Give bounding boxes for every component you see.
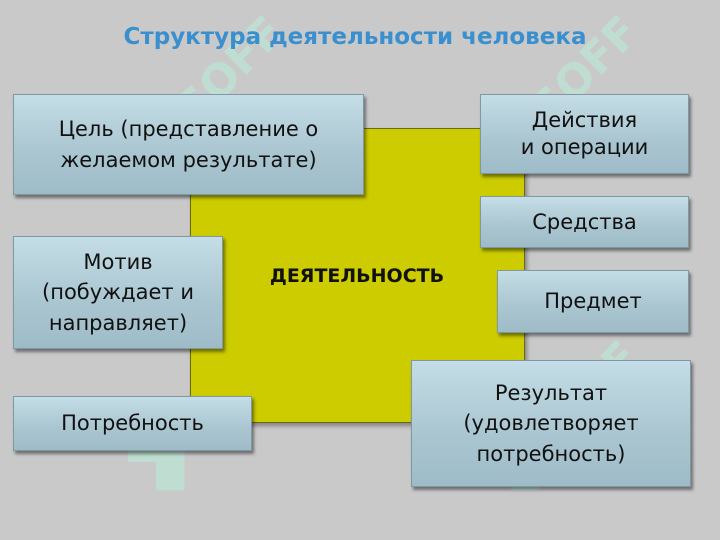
actions-line-2: и операции [520,135,649,159]
slide-title: Структура деятельности человека [123,24,587,50]
actions-box: Действия и операции [480,94,689,174]
result-line-1: Результат [494,380,608,405]
activity-center-label: ДЕЯТЕЛЬНОСТЬ [269,265,445,287]
motive-line-1: Мотив [83,249,153,274]
means-box: Средства [480,196,689,248]
means-line-1: Средства [532,209,637,234]
object-line-1: Предмет [544,289,642,314]
goal-box: Цель (представление о желаемом результат… [13,94,364,195]
result-line-2: (удовлетворяет [463,411,639,436]
result-line-3: потребность) [476,441,626,466]
motive-line-2: (побуждает и [42,280,194,305]
goal-line-1: Цель (представление о [58,117,319,142]
need-box: Потребность [13,396,252,451]
object-box: Предмет [497,270,689,333]
goal-line-2: желаемом результате) [60,147,317,172]
motive-box: Мотив (побуждает и направляет) [13,236,223,349]
need-line-1: Потребность [61,411,204,436]
motive-line-3: направляет) [48,310,188,335]
result-box: Результат (удовлетворяет потребность) [411,360,691,487]
actions-line-1: Действия [531,107,638,132]
